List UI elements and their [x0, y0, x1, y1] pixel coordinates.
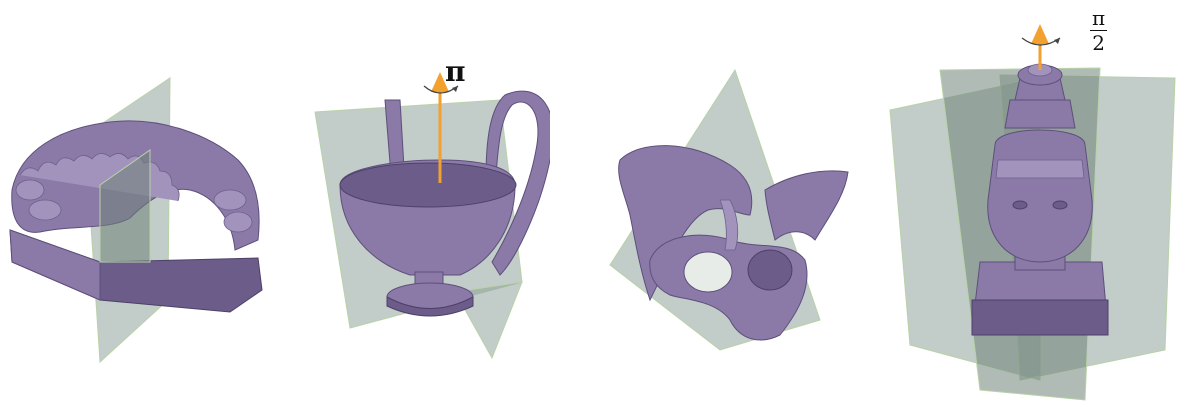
figure-cup-model	[300, 0, 550, 403]
dental-cast-icon	[0, 0, 280, 403]
fraction-numerator: π	[1090, 8, 1107, 31]
axis-arrow-icon	[1031, 24, 1049, 44]
figure-teeth-model	[0, 0, 280, 403]
figure-pelvis-model	[590, 0, 860, 403]
buddha-head-icon	[880, 0, 1190, 403]
pelvis-bone-icon	[590, 0, 860, 403]
rotation-angle-label: π 2	[1090, 8, 1107, 53]
figure-head-model	[880, 0, 1190, 403]
rotation-angle-label: π	[445, 55, 466, 88]
kylix-cup-icon	[300, 0, 550, 403]
fraction-denominator: 2	[1090, 31, 1107, 53]
